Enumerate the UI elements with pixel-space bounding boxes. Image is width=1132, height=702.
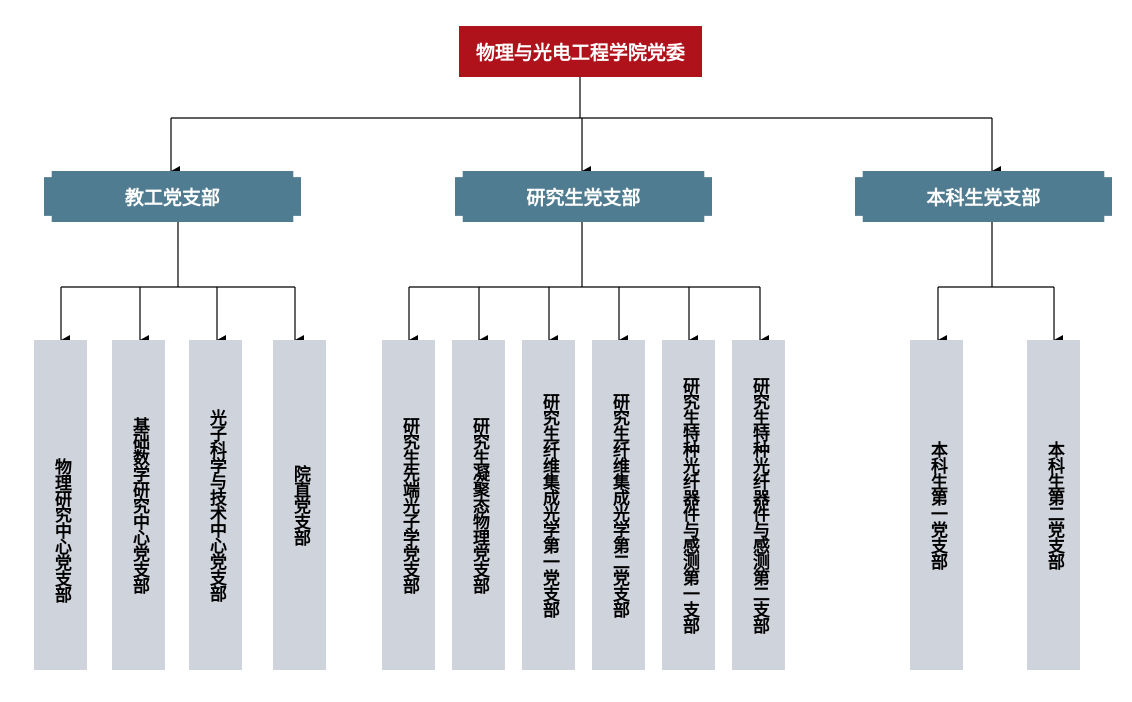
leaf-node: 研究生纤维集成光学第一党支部 [522, 340, 575, 670]
leaf-node: 研究生特种光纤器件与感测第一支部 [662, 340, 715, 670]
leaf-label: 本科生第二党支部 [1044, 441, 1064, 569]
leaf-label: 本科生第一党支部 [927, 441, 947, 569]
leaf-label: 院直党支部 [290, 465, 310, 545]
leaf-node: 研究生特种光纤器件与感测第二支部 [732, 340, 785, 670]
branch-label: 本科生党支部 [926, 187, 1041, 209]
root-node: 物理与光电工程学院党委 [459, 26, 702, 77]
branch-node-undergraduate: 本科生党支部 [855, 171, 1112, 222]
leaf-label: 光子科学与技术中心党支部 [206, 409, 226, 601]
leaf-node: 物理研究中心党支部 [34, 340, 87, 670]
branch-node-graduate: 研究生党支部 [455, 171, 712, 222]
leaf-label: 研究生特种光纤器件与感测第一支部 [679, 377, 699, 633]
leaf-label: 物理研究中心党支部 [51, 458, 71, 602]
leaf-node: 研究生凝聚态物理党支部 [452, 340, 505, 670]
branch-label: 教工党支部 [124, 187, 220, 209]
leaf-node: 基础数学研究中心党支部 [112, 340, 165, 670]
branch-label: 研究生党支部 [526, 187, 641, 209]
leaf-node: 本科生第一党支部 [910, 340, 963, 670]
leaf-node: 光子科学与技术中心党支部 [189, 340, 242, 670]
leaf-node: 研究生先端光子学党支部 [382, 340, 435, 670]
leaf-label: 研究生先端光子学党支部 [399, 417, 419, 593]
branch-node-faculty: 教工党支部 [44, 171, 301, 222]
leaf-node: 研究生纤维集成光学第二党支部 [592, 340, 645, 670]
leaf-node: 院直党支部 [273, 340, 326, 670]
leaf-label: 研究生凝聚态物理党支部 [469, 417, 489, 593]
leaf-label: 基础数学研究中心党支部 [129, 417, 149, 593]
leaf-label: 研究生特种光纤器件与感测第二支部 [749, 377, 769, 633]
root-label: 物理与光电工程学院党委 [475, 42, 685, 64]
leaf-label: 研究生纤维集成光学第二党支部 [609, 393, 629, 617]
leaf-node: 本科生第二党支部 [1027, 340, 1080, 670]
leaf-label: 研究生纤维集成光学第一党支部 [539, 393, 559, 617]
